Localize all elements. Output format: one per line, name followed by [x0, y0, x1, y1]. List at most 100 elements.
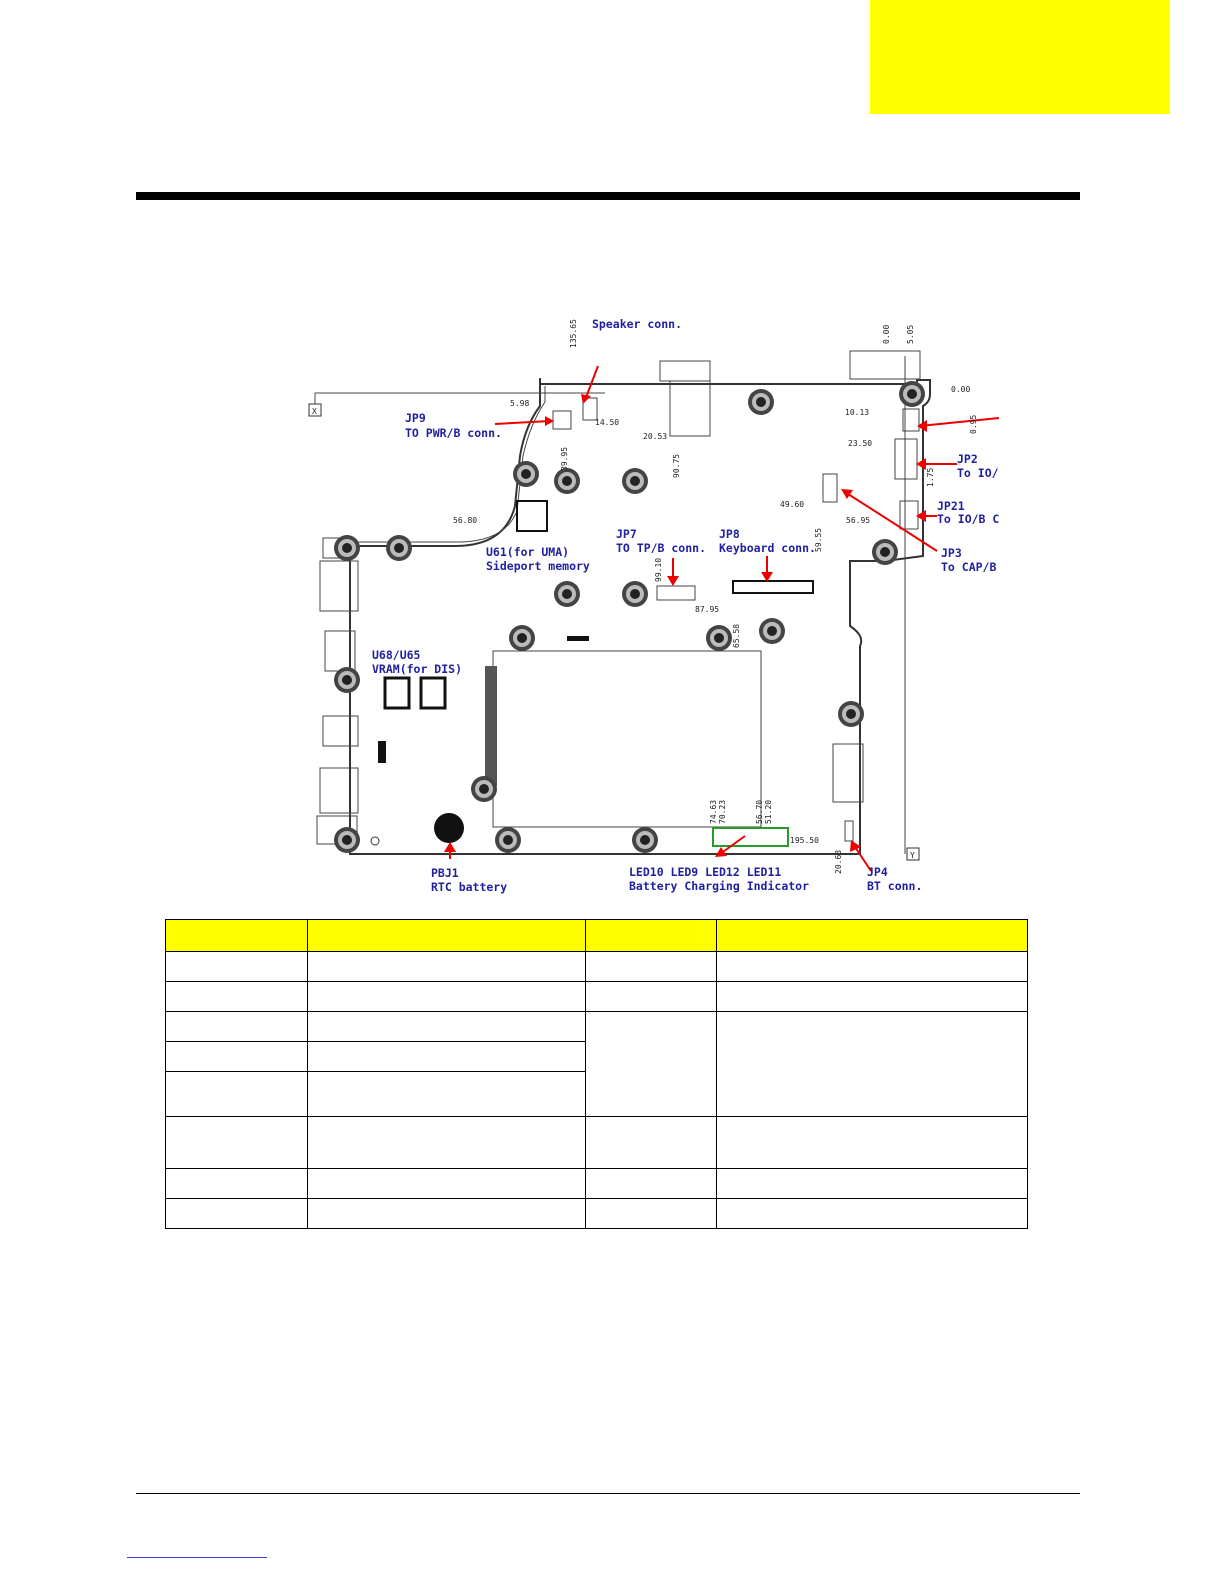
table-cell — [716, 1198, 1028, 1229]
mounting-hole — [899, 381, 925, 407]
u61-chip — [516, 500, 548, 532]
jp7-connector — [656, 585, 696, 601]
jp7-label: JP7 — [616, 527, 637, 541]
jp4-connector — [844, 820, 854, 842]
u68-label: U68/U65 — [372, 648, 421, 662]
dim-label: 5.98 — [510, 399, 529, 408]
table-cell — [165, 1198, 308, 1229]
table-cell — [307, 951, 586, 982]
mounting-hole — [872, 539, 898, 565]
table-cell — [165, 1071, 308, 1117]
table-cell — [307, 1116, 586, 1169]
jp21-desc: To IO/B C — [937, 512, 999, 526]
connector — [659, 360, 711, 382]
io-connector — [832, 743, 864, 803]
mounting-hole — [622, 581, 648, 607]
dim-label: 1.75 — [926, 468, 935, 487]
table-header — [585, 919, 717, 952]
dim-label: 20.53 — [643, 432, 667, 441]
footer-rule — [136, 1493, 1080, 1494]
connector — [849, 350, 921, 380]
arrow — [919, 417, 1000, 427]
small-hole — [370, 836, 380, 846]
table-cell — [716, 1011, 1028, 1117]
table-cell — [716, 951, 1028, 982]
dim-label: 56.80 — [453, 516, 477, 525]
arrow — [844, 491, 938, 552]
jp4-desc: BT conn. — [867, 879, 922, 893]
dim-label: 0.95 — [969, 415, 978, 434]
dim-label: 10.13 — [845, 408, 869, 417]
y-marker: Y — [910, 851, 915, 860]
rtc-battery — [434, 813, 464, 843]
mounting-hole — [334, 667, 360, 693]
jp3-label: JP3 — [941, 546, 962, 560]
table-cell — [165, 951, 308, 982]
table-cell — [585, 1011, 717, 1117]
speaker-connector — [582, 397, 598, 421]
table-cell — [585, 981, 717, 1012]
port-block — [319, 767, 359, 814]
jp21-label: JP21 — [937, 499, 965, 513]
table-cell — [585, 1198, 717, 1229]
dim-label: 56.70 — [755, 800, 764, 824]
mounting-hole — [495, 827, 521, 853]
table-cell — [716, 1168, 1028, 1199]
x-marker: X — [312, 407, 317, 416]
u61-desc: Sideport memory — [486, 559, 590, 573]
table-cell — [307, 1011, 586, 1042]
mounting-hole — [386, 535, 412, 561]
mounting-hole — [334, 827, 360, 853]
table-row — [165, 1041, 1028, 1072]
table-header — [307, 919, 586, 952]
table-row — [165, 951, 1028, 982]
dim-label: 49.60 — [780, 500, 804, 509]
connector — [669, 380, 711, 437]
board-outline — [349, 378, 931, 855]
mounting-hole — [759, 618, 785, 644]
table-cell — [307, 1041, 586, 1072]
table-cell — [307, 981, 586, 1012]
jp2-desc: To IO/ — [957, 466, 999, 480]
dim-label: 195.50 — [790, 836, 819, 845]
pbj1-desc: RTC battery — [431, 880, 507, 894]
jp8-desc: Keyboard conn. — [719, 541, 816, 555]
jp9-connector — [552, 410, 572, 430]
mounting-hole — [622, 468, 648, 494]
dim-label: 65.58 — [732, 624, 741, 648]
dim-label: 74.63 — [709, 800, 718, 824]
m2-slot — [485, 666, 497, 786]
table-row — [165, 1198, 1028, 1229]
vram-chip-1 — [383, 676, 411, 710]
mounting-hole — [471, 776, 497, 802]
table-cell — [585, 951, 717, 982]
table-cell — [165, 1116, 308, 1169]
table-header — [165, 919, 308, 952]
table-cell — [165, 1011, 308, 1042]
table-cell — [585, 1168, 717, 1199]
jp3-connector — [822, 473, 838, 503]
dim-label: 87.95 — [695, 605, 719, 614]
table-cell — [585, 1116, 717, 1169]
speaker-label: Speaker conn. — [592, 317, 682, 331]
table-row — [165, 1011, 1028, 1117]
dim-label: 70.23 — [718, 800, 727, 824]
port-block — [319, 560, 359, 612]
arrow — [719, 835, 746, 855]
jp2-label: JP2 — [957, 452, 978, 466]
jp9-desc: TO PWR/B conn. — [405, 426, 502, 440]
y-marker-box — [906, 847, 920, 861]
dim-label: 0.00 — [951, 385, 970, 394]
dim-label: 0.00 — [882, 325, 891, 344]
table-row — [165, 1071, 1028, 1117]
mounting-hole — [334, 535, 360, 561]
mounting-hole — [554, 581, 580, 607]
table-cell — [716, 981, 1028, 1012]
pbj1-label: PBJ1 — [431, 866, 459, 880]
footer-link[interactable] — [127, 1557, 267, 1558]
table-cell — [165, 981, 308, 1012]
connector-table — [165, 919, 1028, 1229]
jp21-connector — [899, 500, 919, 530]
jp3-desc: To CAP/B — [941, 560, 996, 574]
table-cell — [307, 1071, 586, 1117]
